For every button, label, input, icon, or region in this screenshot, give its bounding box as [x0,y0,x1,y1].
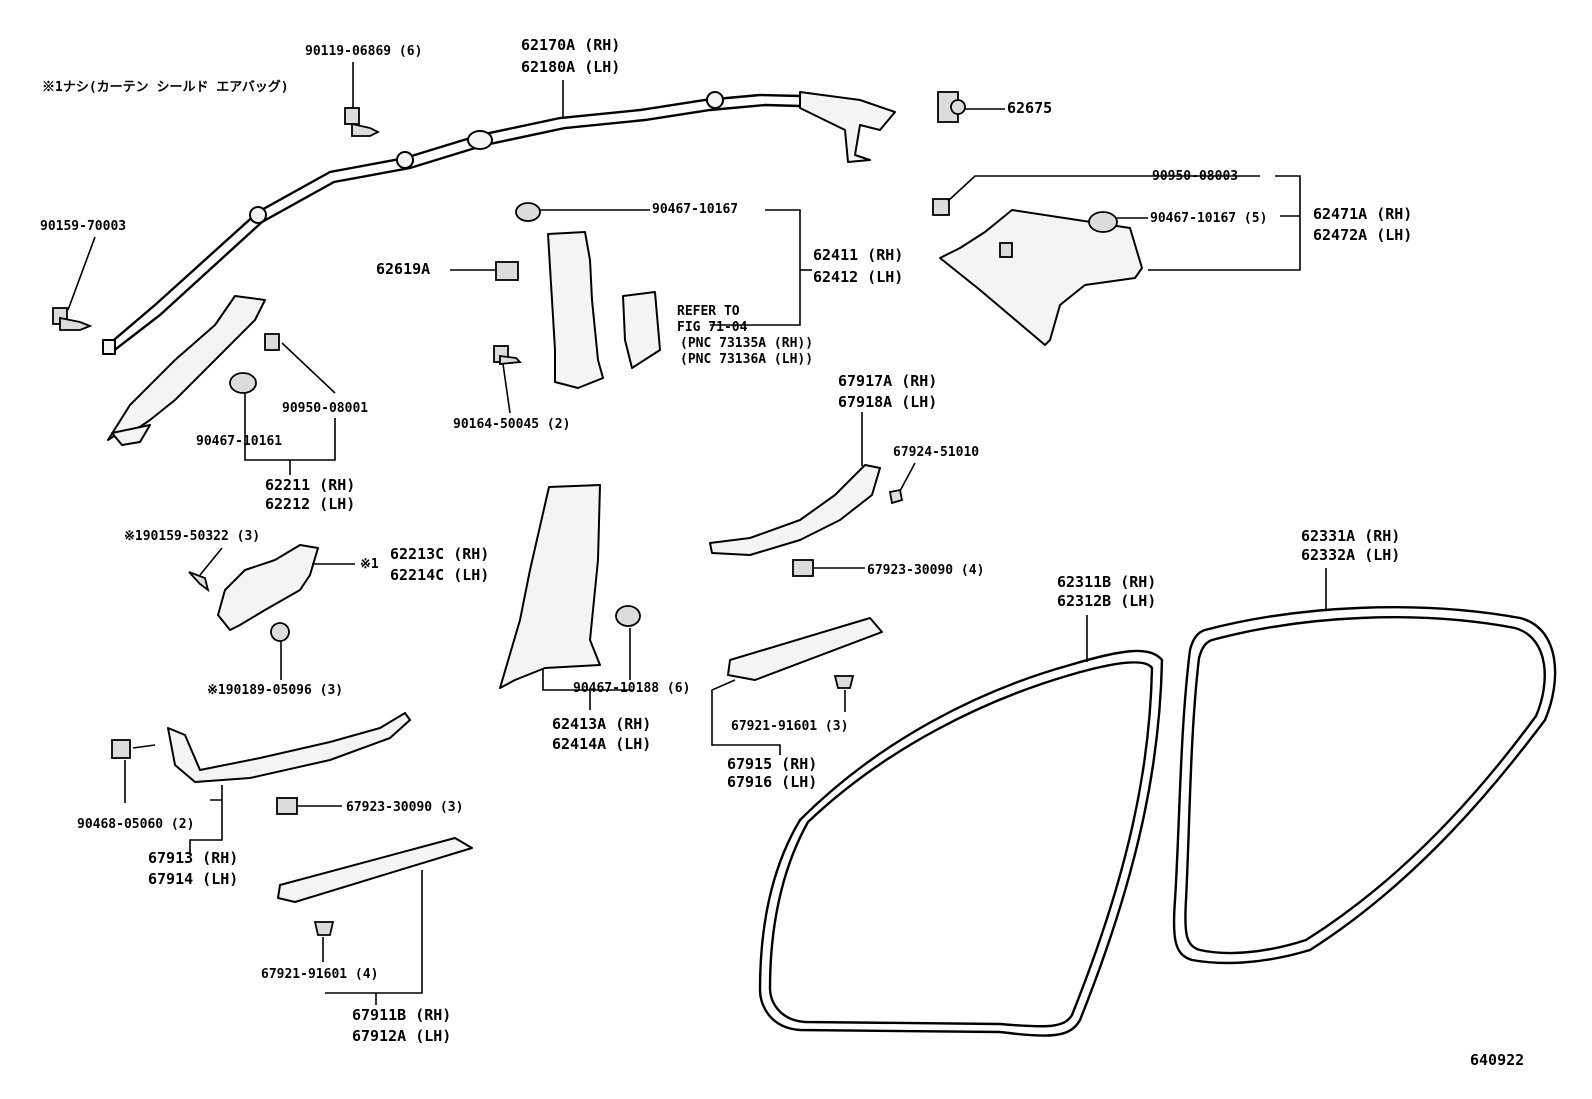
diagram-id: 640922 [1470,1051,1525,1069]
label-roof-side-rh: 62471A (RH) [1313,205,1413,223]
screw-90164 [493,345,522,365]
bolt-90119 [344,107,381,137]
roof-side-garnish [939,209,1143,346]
clip-90467-10167-5 [1088,211,1118,233]
label-clip-90467-10167: 90467-10167 [652,202,739,217]
clip-67921-4 [313,921,335,936]
label-refer-to: REFER TO [677,304,740,319]
clip-67921-3 [833,675,855,689]
label-pillar-b-lh: 62412 (LH) [813,268,904,286]
label-screw-90164: 90164-50045 (2) [453,417,571,432]
clip-90467-10161 [229,372,257,394]
rear-pillar-garnish [217,544,319,631]
label-scuff-front-lh: 67912A (LH) [352,1027,452,1045]
label-screw-90950-08001: 90950-08001 [282,401,369,416]
label-pillar-b-lower-rh: 62413A (RH) [552,715,652,733]
bolt-90159 [52,307,93,331]
label-clip-67921-4: 67921-91601 (4) [261,967,379,982]
label-clip-90468: 90468-05060 (2) [77,817,195,832]
front-pillar-garnish [107,295,266,446]
label-airbag-lh: 62180A (LH) [521,58,621,76]
rear-door-scuff-kick [709,464,881,556]
rear-weatherstrip [1172,606,1557,965]
label-pillar-b-lower-lh: 62414A (LH) [552,735,652,753]
label-kick-front-rh: 67913 (RH) [148,849,239,867]
label-weather-front-rh: 62311B (RH) [1057,573,1157,591]
screw-190159 [188,571,210,593]
label-clip-67923-3: 67923-30090 (3) [346,800,464,815]
clip-90467-10167 [515,202,541,222]
label-pnc-lh: (PNC 73136A (LH)) [680,352,814,367]
label-clip-90467-10188: 90467-10188 (6) [573,681,691,696]
label-clip-67921-3: 67921-91601 (3) [731,719,849,734]
clip-67923-4 [792,559,814,577]
label-clip-67924: 67924-51010 [893,445,980,460]
label-pillar-b-rh: 62411 (RH) [813,246,904,264]
label-pillar-c-lh: 62214C (LH) [390,566,490,584]
center-pillar-upper [547,231,661,389]
label-clip-67923-4: 67923-30090 (4) [867,563,985,578]
label-pillar-a-rh: 62211 (RH) [265,476,356,494]
label-scuff-front-rh: 67911B (RH) [352,1006,452,1024]
rear-scuff-plate [727,617,883,681]
label-kick-front-lh: 67914 (LH) [148,870,239,888]
center-pillar-lower [499,484,601,689]
clip-90468 [111,739,131,759]
label-pnc-rh: (PNC 73135A (RH)) [680,336,814,351]
clip-67924 [888,488,904,505]
front-door-scuff-kick [167,712,411,783]
label-note-jp: ※1ナシ(カーテン シールド エアバッグ) [42,80,289,95]
label-clip-62619a: 62619A [376,260,431,278]
clip-90467-10188 [615,605,641,627]
label-bolt-90159: 90159-70003 [40,219,127,234]
label-weather-front-lh: 62312B (LH) [1057,592,1157,610]
front-weatherstrip [758,649,1164,1037]
label-clip-90467-10167-5: 90467-10167 (5) [1150,211,1268,226]
label-note-mark: ※1 [360,557,379,572]
label-scuff-rear-rh: 67915 (RH) [727,755,818,773]
label-weather-rear-rh: 62331A (RH) [1301,527,1401,545]
label-pillar-a-lh: 62212 (LH) [265,495,356,513]
clip-62619a [495,261,519,281]
label-fig: FIG 71-04 [677,320,748,335]
nut-190189 [270,622,290,642]
front-scuff-plate [277,837,473,903]
clip-62675 [937,91,966,123]
screw-90950-08001 [264,333,280,351]
label-nut-190189: ※190189-05096 (3) [207,683,344,698]
label-kick-rear-lh: 67918A (LH) [838,393,938,411]
label-weather-rear-lh: 62332A (LH) [1301,546,1401,564]
label-screw-190159: ※190159-50322 (3) [124,529,261,544]
label-scuff-rear-lh: 67916 (LH) [727,773,818,791]
screw-90950-08003 [932,198,950,216]
label-roof-side-lh: 62472A (LH) [1313,226,1413,244]
curtain-airbag [102,91,896,355]
label-pillar-c-rh: 62213C (RH) [390,545,490,563]
label-bolt-90119: 90119-06869 (6) [305,44,423,59]
label-clip-62675: 62675 [1007,99,1053,117]
label-kick-rear-rh: 67917A (RH) [838,372,938,390]
label-airbag-rh: 62170A (RH) [521,36,621,54]
label-screw-90950-08003: 90950-08003 [1152,169,1239,184]
label-clip-90467-10161: 90467-10161 [196,434,283,449]
clip-67923-3 [276,797,298,815]
